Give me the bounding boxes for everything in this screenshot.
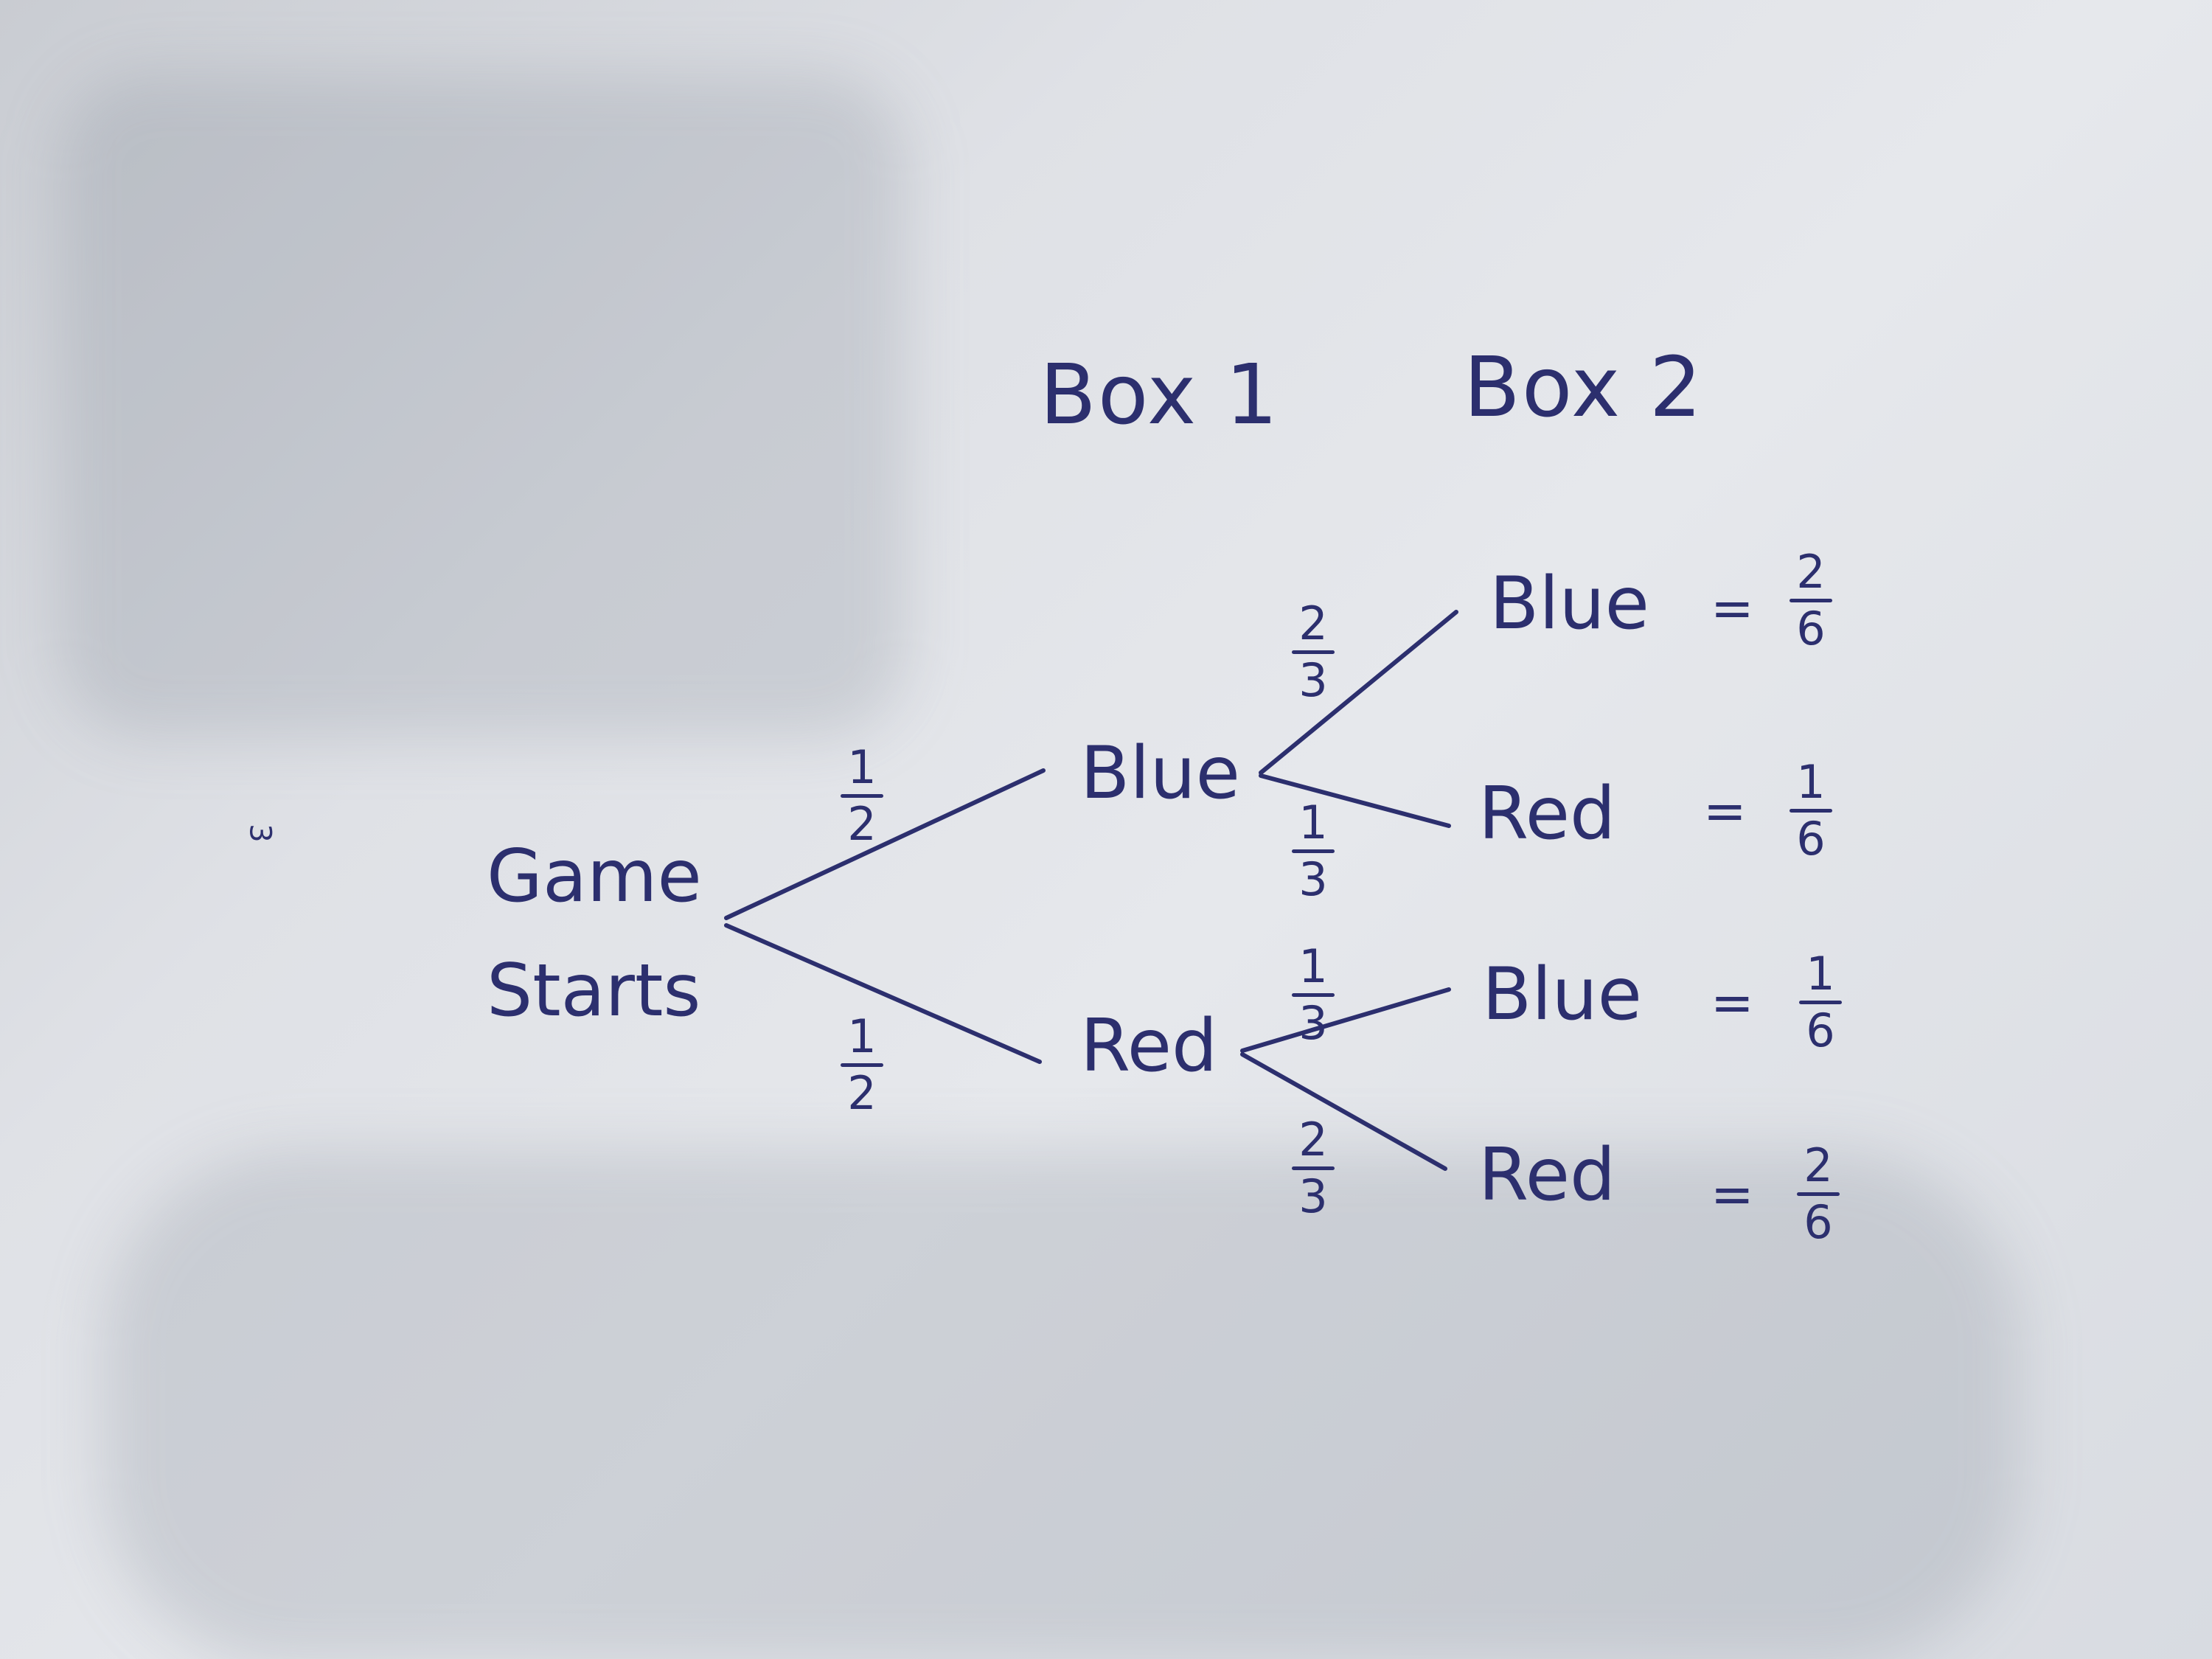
prob-numerator: 1	[1298, 796, 1328, 849]
heading-box-2: Box 2	[1464, 340, 1704, 436]
fraction-bar	[1799, 1001, 1842, 1004]
prob-numerator: 1	[847, 1009, 877, 1063]
root-label-starts: Starts	[487, 949, 701, 1033]
paper-shadow-bottom	[103, 1150, 2020, 1659]
result-red-red: 2 6	[1797, 1143, 1840, 1245]
result-numerator: 1	[1806, 947, 1835, 1001]
margin-mark: 3	[243, 824, 277, 843]
prob-denominator: 3	[1298, 653, 1328, 707]
prob-denominator: 3	[1298, 996, 1328, 1050]
branch-blue-to-red	[1259, 773, 1451, 828]
equals-sign-2: =	[1703, 781, 1747, 841]
equals-sign-1: =	[1711, 578, 1754, 639]
node-box2-blue-2: Blue	[1482, 953, 1642, 1037]
branch-red-to-red	[1240, 1052, 1447, 1171]
result-red-blue: 1 6	[1799, 951, 1842, 1054]
prob-denominator: 2	[847, 1066, 877, 1120]
prob-red-blue: 1 3	[1292, 944, 1335, 1046]
prob-denominator: 2	[847, 797, 877, 851]
prob-blue-blue: 2 3	[1292, 601, 1335, 703]
branch-root-to-red	[724, 923, 1042, 1064]
prob-numerator: 1	[1298, 939, 1328, 993]
prob-root-blue: 1 2	[841, 745, 883, 847]
fraction-bar	[841, 794, 883, 798]
result-denominator: 6	[1804, 1195, 1833, 1249]
result-denominator: 6	[1796, 812, 1826, 866]
paper-shadow-top	[59, 74, 907, 737]
node-box1-red: Red	[1080, 1004, 1218, 1088]
branch-red-to-blue	[1240, 987, 1451, 1053]
node-box1-blue: Blue	[1080, 731, 1240, 815]
fraction-bar	[1292, 1166, 1335, 1170]
node-box2-red-2: Red	[1478, 1133, 1616, 1217]
result-denominator: 6	[1806, 1004, 1835, 1057]
fraction-bar	[1797, 1192, 1840, 1196]
prob-denominator: 3	[1298, 1169, 1328, 1223]
heading-box-1: Box 1	[1040, 347, 1280, 443]
fraction-bar	[1292, 849, 1335, 853]
prob-denominator: 3	[1298, 852, 1328, 906]
prob-root-red: 1 2	[841, 1014, 883, 1116]
result-denominator: 6	[1796, 602, 1826, 655]
fraction-bar	[1790, 599, 1832, 602]
prob-red-red: 2 3	[1292, 1117, 1335, 1220]
result-blue-red: 1 6	[1790, 759, 1832, 862]
result-numerator: 2	[1804, 1138, 1833, 1192]
branch-root-to-blue	[724, 768, 1046, 920]
fraction-bar	[1292, 993, 1335, 997]
prob-numerator: 2	[1298, 1113, 1328, 1166]
prob-numerator: 2	[1298, 597, 1328, 650]
prob-numerator: 1	[847, 740, 877, 794]
node-box2-blue-1: Blue	[1489, 562, 1649, 646]
branch-blue-to-blue	[1259, 610, 1458, 775]
result-blue-blue: 2 6	[1790, 549, 1832, 652]
equals-sign-4: =	[1711, 1164, 1754, 1225]
fraction-bar	[1292, 650, 1335, 654]
node-box2-red-1: Red	[1478, 772, 1616, 856]
result-numerator: 2	[1796, 545, 1826, 599]
fraction-bar	[841, 1063, 883, 1067]
root-label-game: Game	[487, 835, 702, 919]
result-numerator: 1	[1796, 755, 1826, 809]
fraction-bar	[1790, 809, 1832, 813]
prob-blue-red: 1 3	[1292, 800, 1335, 902]
equals-sign-3: =	[1711, 973, 1754, 1033]
